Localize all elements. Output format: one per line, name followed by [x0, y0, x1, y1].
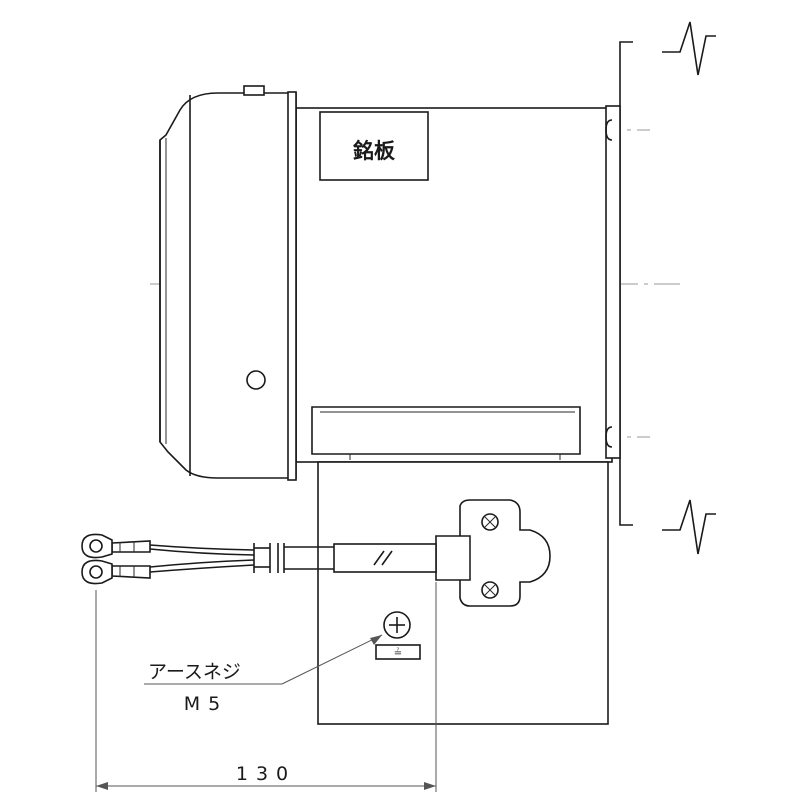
dimension-label: 130 — [236, 763, 296, 785]
nameplate: 銘板 — [319, 111, 429, 181]
mounting-bracket — [619, 21, 716, 555]
earth-screw-size: M5 — [184, 693, 228, 715]
earth-screw-label: アースネジ — [148, 661, 241, 683]
motor-end-cap — [159, 85, 297, 481]
earth-mark-badge — [375, 644, 421, 660]
dimension-130: 130 — [95, 582, 437, 792]
drain-hole — [246, 370, 266, 390]
earth-mark: ≟ — [394, 647, 402, 659]
nameplate-label: 銘板 — [353, 139, 396, 163]
gland-screw-top — [481, 513, 499, 531]
ring-terminal-bottom — [81, 559, 151, 585]
cable-gland — [435, 499, 551, 607]
ring-terminal-top — [81, 533, 151, 559]
earth-screw-leader: アースネジ M5 — [144, 634, 383, 715]
gland-screw-bottom — [481, 581, 499, 599]
earth-screw: ≟ — [375, 611, 421, 660]
power-cable — [149, 543, 437, 573]
lower-bracket — [311, 406, 581, 460]
